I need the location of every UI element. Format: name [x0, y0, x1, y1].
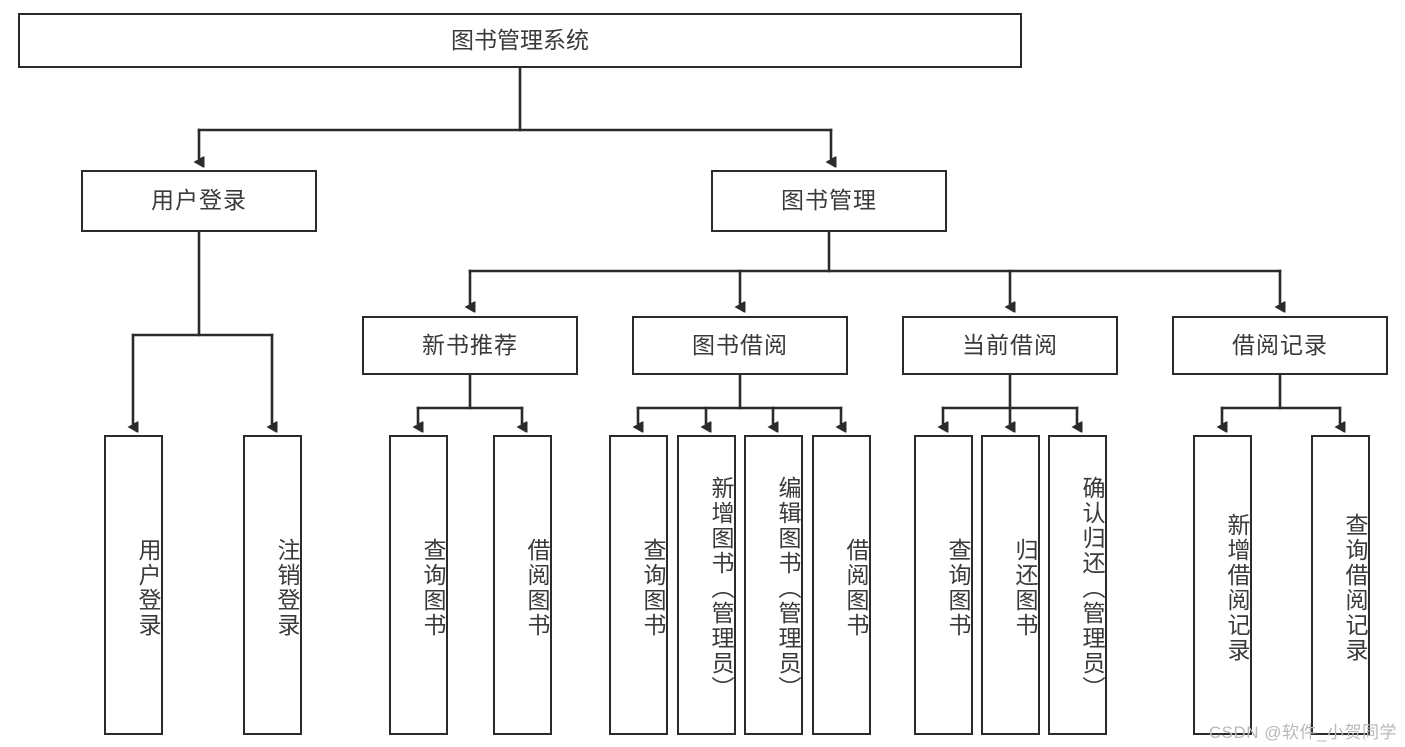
node-label: 查询借阅记录: [1342, 513, 1368, 663]
node-label: 用户登录: [135, 538, 161, 638]
node-label: 确认归还（管理员）: [1079, 475, 1105, 701]
node-root-book-management-system[interactable]: 图书管理系统: [18, 13, 1022, 68]
node-label: 查询图书: [420, 538, 446, 638]
leaf-add-borrow-record[interactable]: 新增借阅记录: [1193, 435, 1252, 735]
node-label: 查询图书: [945, 538, 971, 638]
node-label: 新增图书（管理员）: [708, 475, 734, 701]
leaf-confirm-return-admin[interactable]: 确认归还（管理员）: [1048, 435, 1107, 735]
node-borrow-record[interactable]: 借阅记录: [1172, 316, 1388, 375]
node-new-book-recommend[interactable]: 新书推荐: [362, 316, 578, 375]
leaf-query-borrow-record[interactable]: 查询借阅记录: [1311, 435, 1370, 735]
node-label: 借阅记录: [1232, 331, 1328, 358]
leaf-return-book[interactable]: 归还图书: [981, 435, 1040, 735]
watermark-text: CSDN @软件_小贺同学: [1208, 723, 1397, 742]
leaf-user-login[interactable]: 用户登录: [104, 435, 163, 735]
node-current-borrow[interactable]: 当前借阅: [902, 316, 1118, 375]
node-label: 借阅图书: [524, 538, 550, 638]
node-user-login[interactable]: 用户登录: [81, 170, 317, 232]
node-label: 图书管理系统: [451, 26, 589, 53]
leaf-query-book-newbook[interactable]: 查询图书: [389, 435, 448, 735]
node-label: 新书推荐: [422, 331, 518, 358]
node-label: 归还图书: [1012, 538, 1038, 638]
node-label: 新增借阅记录: [1224, 513, 1250, 663]
node-label: 注销登录: [274, 538, 300, 638]
leaf-edit-book-admin[interactable]: 编辑图书（管理员）: [744, 435, 803, 735]
node-label: 用户登录: [151, 187, 247, 214]
leaf-add-book-admin[interactable]: 新增图书（管理员）: [677, 435, 736, 735]
node-book-borrow[interactable]: 图书借阅: [632, 316, 848, 375]
node-label: 图书管理: [781, 187, 877, 214]
node-label: 编辑图书（管理员）: [775, 475, 801, 701]
leaf-borrow-book[interactable]: 借阅图书: [812, 435, 871, 735]
leaf-borrow-book-newbook[interactable]: 借阅图书: [493, 435, 552, 735]
leaf-logout[interactable]: 注销登录: [243, 435, 302, 735]
leaf-query-book-borrow[interactable]: 查询图书: [609, 435, 668, 735]
node-book-management[interactable]: 图书管理: [711, 170, 947, 232]
node-label: 当前借阅: [962, 331, 1058, 358]
node-label: 查询图书: [640, 538, 666, 638]
leaf-query-book-current[interactable]: 查询图书: [914, 435, 973, 735]
node-label: 图书借阅: [692, 331, 788, 358]
node-label: 借阅图书: [843, 538, 869, 638]
